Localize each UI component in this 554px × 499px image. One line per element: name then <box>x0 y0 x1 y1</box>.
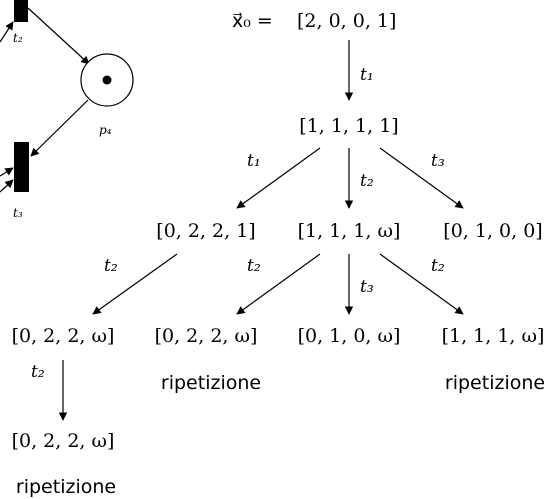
edge-level2-mid-left <box>236 253 321 315</box>
edge-label-l2-left: t₂ <box>104 256 118 276</box>
arc-t2-p4 <box>27 7 90 65</box>
arc-in-t3-b <box>0 179 14 193</box>
edge-label-l1-mid: t₂ <box>360 171 374 191</box>
edge-label-l1-left: t₁ <box>247 151 261 171</box>
edge-level1-left <box>236 147 321 209</box>
transition-t2-bar <box>14 0 28 22</box>
node-level1: [1, 1, 1, 1] <box>299 115 398 137</box>
transition-t2-label: t₂ <box>13 31 23 45</box>
tree-edges <box>58 40 464 421</box>
root-marking: [2, 0, 0, 1] <box>297 10 396 32</box>
repeat-note-level4: ripetizione <box>16 476 116 498</box>
node-level3-a: [0, 2, 2, ω] <box>12 325 115 347</box>
repeat-note-d: ripetizione <box>445 372 545 394</box>
place-p4-label: p₄ <box>99 123 112 137</box>
edge-level1-right <box>379 147 464 209</box>
petri-net-fragment: t₂ t₃ p₄ <box>0 0 134 220</box>
place-p4-token <box>102 75 112 85</box>
repeat-note-b: ripetizione <box>161 372 261 394</box>
node-level3-c: [0, 1, 0, ω] <box>298 325 401 347</box>
node-level2-right: [0, 1, 0, 0] <box>443 220 542 242</box>
edge-label-l2-mid-left: t₂ <box>247 256 261 276</box>
edge-label-l2-mid-right: t₂ <box>431 256 445 276</box>
transition-t3-bar <box>14 142 29 192</box>
arc-in-t2 <box>0 21 14 43</box>
edge-label-l1-right: t₃ <box>431 151 445 171</box>
edge-labels: t₁ t₁ t₂ t₃ t₂ t₂ t₃ t₂ t₂ <box>31 65 445 382</box>
arc-in-t3-a <box>0 167 14 177</box>
transition-t3-label: t₃ <box>13 206 23 220</box>
edge-label-l3: t₂ <box>31 362 45 382</box>
edge-level2-mid-right <box>379 253 464 315</box>
tree-nodes: x⃗₀ = [2, 0, 0, 1] [1, 1, 1, 1] [0, 2, 2… <box>12 10 546 498</box>
edge-level2-left <box>92 253 178 315</box>
node-level3-d: [1, 1, 1, ω] <box>442 325 545 347</box>
edge-label-l2-mid: t₃ <box>360 277 374 297</box>
node-level2-left: [0, 2, 2, 1] <box>156 220 255 242</box>
arc-p4-t3 <box>30 99 89 157</box>
node-level2-mid: [1, 1, 1, ω] <box>298 220 401 242</box>
root-prefix: x⃗₀ = <box>232 10 273 32</box>
node-level3-b: [0, 2, 2, ω] <box>155 325 258 347</box>
edge-label-root: t₁ <box>360 65 374 85</box>
node-level4: [0, 2, 2, ω] <box>12 430 115 452</box>
